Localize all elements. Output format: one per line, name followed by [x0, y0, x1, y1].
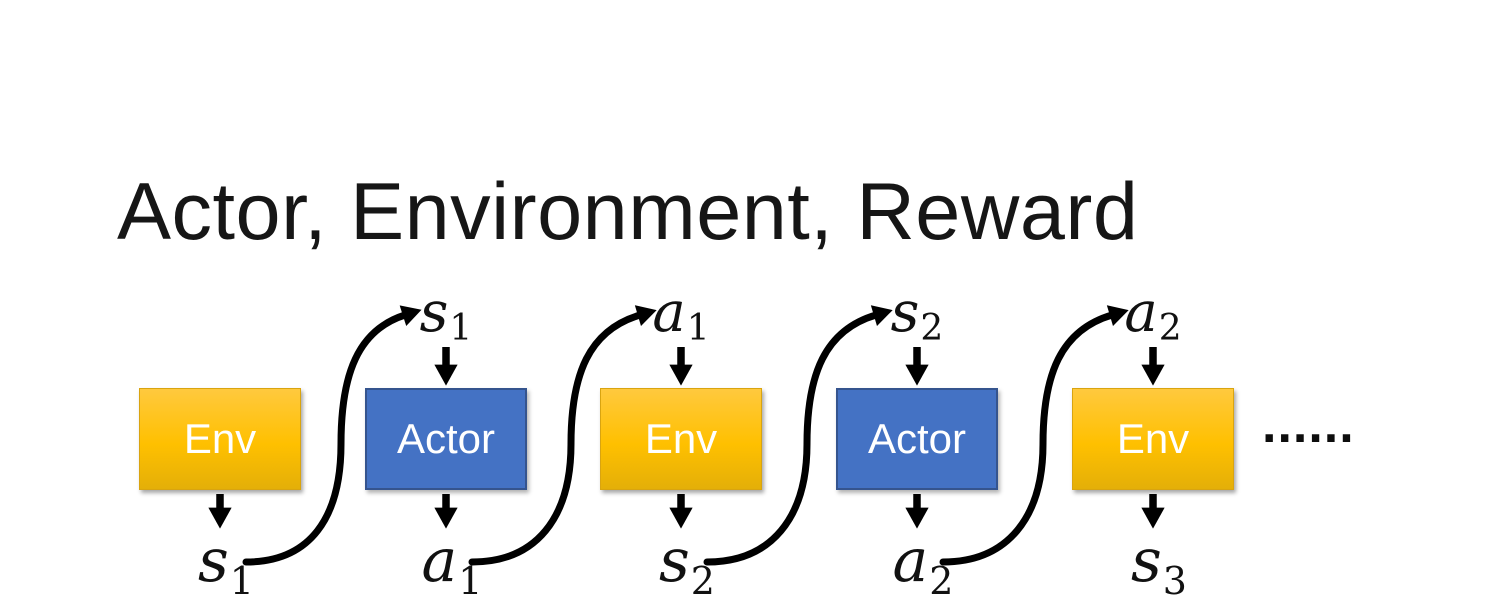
bottom-label-s3-base: s [1131, 526, 1162, 596]
env-box-2-label: Env [644, 415, 718, 462]
env-box-2: Env [600, 388, 762, 490]
env-box-1-label: Env [183, 415, 257, 462]
bottom-label-a2-sub: 2 [929, 559, 954, 603]
top-label-s2-base: s [890, 280, 920, 345]
top-label-a2-sub: 2 [1158, 308, 1182, 349]
bottom-label-a1-base: a [421, 526, 458, 596]
top-label-s1-sub: 1 [449, 308, 473, 349]
top-label-s1-base: s [419, 280, 449, 345]
bottom-label-a2-base: a [892, 526, 929, 596]
bottom-label-a1-sub: 1 [458, 559, 483, 603]
actor-box-1: Actor [365, 388, 527, 490]
top-label-a1-base: a [652, 280, 686, 345]
continuation-dots: ...... [1262, 396, 1355, 454]
bottom-label-s2-base: s [659, 526, 690, 596]
bottom-label-s1-base: s [198, 526, 229, 596]
top-label-a1-sub: 1 [686, 308, 710, 349]
env-box-3-label: Env [1116, 415, 1190, 462]
top-label-a2-base: a [1124, 280, 1158, 345]
actor-box-2-label: Actor [867, 415, 967, 462]
top-label-s2-sub: 2 [920, 308, 944, 349]
env-box-3: Env [1072, 388, 1234, 490]
slide-title: Actor, Environment, Reward [117, 167, 1139, 258]
env-box-1: Env [139, 388, 301, 490]
bottom-label-s3-sub: 3 [1162, 559, 1187, 603]
actor-box-1-label: Actor [396, 415, 496, 462]
bottom-label-s1-sub: 1 [229, 559, 254, 603]
bottom-label-s2-sub: 2 [690, 559, 715, 603]
actor-box-2: Actor [836, 388, 998, 490]
